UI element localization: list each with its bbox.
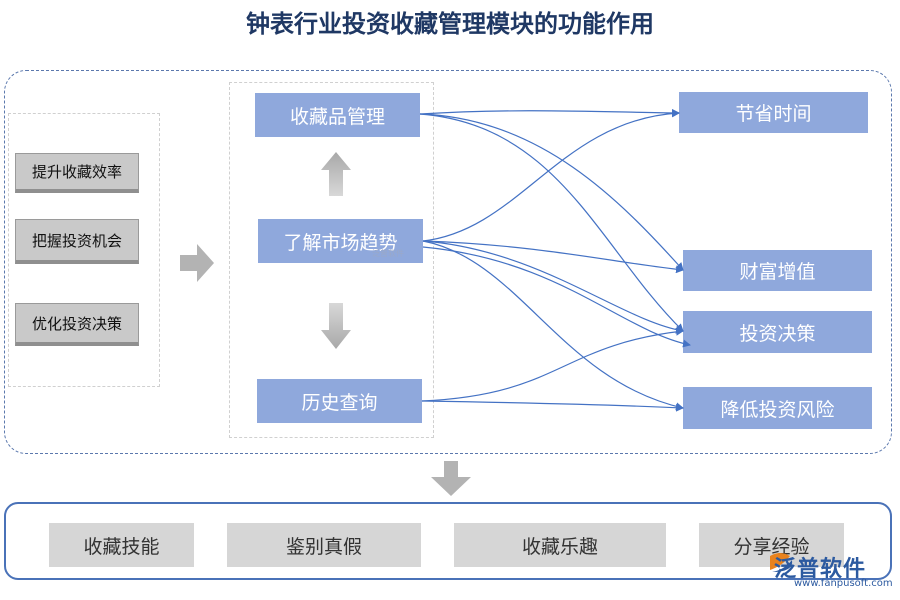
down-arrow-bottom-icon bbox=[431, 461, 471, 496]
brand-logo-icon bbox=[770, 553, 793, 572]
bottom-item-authenticity: 鉴别真假 bbox=[227, 523, 421, 567]
center-item-collection-management: 收藏品管理 bbox=[255, 93, 420, 137]
mini-watermark: 泛普软件 bbox=[372, 249, 404, 258]
left-group-frame bbox=[8, 113, 160, 387]
center-item-market-trend: 了解市场趋势 bbox=[258, 219, 423, 263]
center-item-history-query: 历史查询 bbox=[257, 379, 422, 423]
bottom-item-fun: 收藏乐趣 bbox=[454, 523, 666, 567]
connector-line bbox=[422, 240, 684, 334]
connector-line bbox=[422, 246, 691, 348]
down-arrow-icon bbox=[321, 303, 351, 349]
connector-line bbox=[419, 113, 684, 271]
connector-line bbox=[421, 400, 684, 412]
center-group-frame bbox=[229, 82, 434, 438]
left-item-opportunity: 把握投资机会 bbox=[15, 219, 139, 264]
left-item-decision: 优化投资决策 bbox=[15, 303, 139, 346]
connector-line bbox=[419, 108, 680, 117]
brand-logo-text: 泛普软件 bbox=[774, 557, 867, 582]
connector-line bbox=[422, 240, 684, 274]
connector-line bbox=[419, 113, 684, 332]
outer-frame bbox=[4, 70, 892, 454]
right-item-reduce-risk: 降低投资风险 bbox=[683, 387, 872, 429]
diagram-title: 钟表行业投资收藏管理模块的功能作用 bbox=[246, 9, 654, 38]
brand-logo-url: www.fanpusoft.com bbox=[794, 578, 893, 589]
up-arrow-icon bbox=[321, 152, 351, 196]
connector-line bbox=[421, 327, 684, 402]
right-item-save-time: 节省时间 bbox=[679, 92, 868, 133]
connector-line bbox=[422, 109, 680, 242]
left-item-efficiency: 提升收藏效率 bbox=[15, 153, 139, 193]
bottom-item-skills: 收藏技能 bbox=[49, 523, 194, 567]
bottom-group-frame bbox=[4, 502, 892, 580]
connector-line bbox=[422, 240, 684, 411]
right-item-investment-decision: 投资决策 bbox=[683, 311, 872, 353]
right-item-wealth-growth: 财富增值 bbox=[683, 250, 872, 291]
right-arrow-icon bbox=[180, 244, 214, 282]
